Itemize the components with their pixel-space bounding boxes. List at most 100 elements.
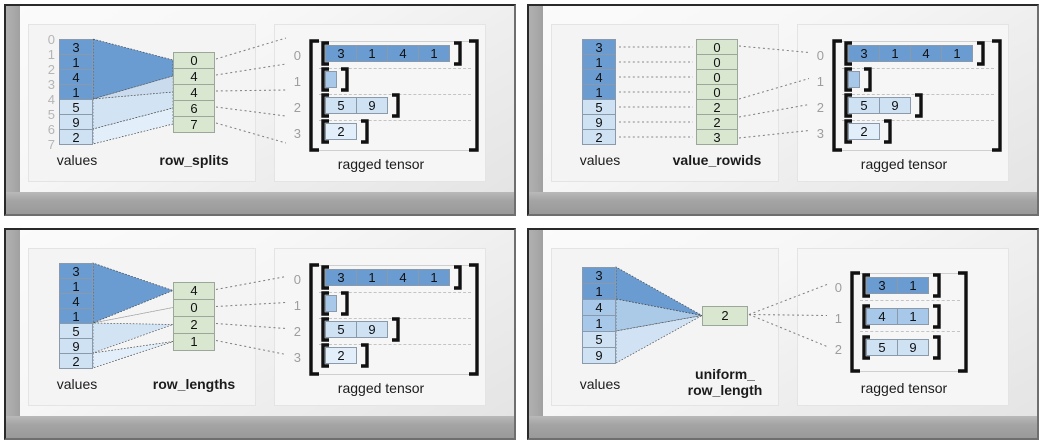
tensor-row-index: 0 bbox=[816, 48, 824, 63]
value-index-label: 5 bbox=[47, 107, 55, 122]
tensor-cell: 1 bbox=[941, 45, 973, 62]
partition-to-tensor-connectors bbox=[748, 284, 828, 347]
values-to-partition-fan bbox=[615, 266, 703, 364]
tensor-bottom-guide bbox=[860, 371, 960, 372]
tensor-row-separator bbox=[319, 292, 471, 293]
tensor-cell: 1 bbox=[418, 269, 450, 286]
tensor-cell: 4 bbox=[387, 45, 419, 62]
tensor-row-index: 1 bbox=[834, 311, 842, 326]
tensor-row-index: 0 bbox=[293, 272, 301, 287]
values-to-partition-fan bbox=[92, 262, 174, 369]
tensor-row-separator bbox=[319, 120, 471, 121]
tensor-row-index: 3 bbox=[293, 126, 301, 141]
tensor-row-separator bbox=[860, 331, 960, 332]
tensor-row-separator bbox=[842, 120, 994, 121]
tensor-top-guide bbox=[319, 265, 471, 266]
inner-bracket bbox=[321, 343, 369, 368]
values-label: values bbox=[579, 152, 621, 168]
tensor-top-guide bbox=[319, 41, 471, 42]
inner-bracket bbox=[862, 335, 941, 360]
tensor-row-separator bbox=[319, 344, 471, 345]
tensor-cell: 1 bbox=[418, 45, 450, 62]
partition-to-tensor-connectors bbox=[215, 37, 287, 144]
tensor-row-index: 1 bbox=[293, 298, 301, 313]
inner-bracket bbox=[321, 291, 349, 316]
inner-bracket bbox=[844, 119, 892, 144]
outer-bracket bbox=[850, 271, 968, 373]
inner-bracket bbox=[321, 93, 400, 118]
inner-bracket bbox=[321, 41, 462, 66]
value-index-label: 7 bbox=[47, 137, 55, 152]
values-label: values bbox=[56, 376, 98, 392]
partition-label: row_lengths bbox=[152, 376, 236, 392]
tensor-cell: 5 bbox=[866, 339, 898, 356]
tensor-row-index: 3 bbox=[293, 350, 301, 365]
tensor-row-index: 0 bbox=[834, 280, 842, 295]
tensor-row-separator bbox=[860, 300, 960, 301]
inner-bracket bbox=[321, 317, 400, 342]
tensor-cell-empty bbox=[325, 71, 337, 88]
partition-cell: 3 bbox=[696, 129, 738, 145]
tensor-cell: 5 bbox=[325, 321, 357, 338]
tensor-cell: 9 bbox=[356, 97, 388, 114]
values-label: values bbox=[56, 152, 98, 168]
tensor-label: ragged tensor bbox=[337, 380, 425, 396]
value-cell: 4 bbox=[59, 293, 93, 309]
tensor-top-guide bbox=[842, 41, 994, 42]
partition-cell: 2 bbox=[702, 305, 748, 326]
tensor-cell-empty bbox=[848, 71, 860, 88]
value-cell: 9 bbox=[582, 347, 616, 364]
tensor-row-index: 2 bbox=[293, 324, 301, 339]
partition-column-uniform-row-length: 2 bbox=[702, 305, 748, 326]
tensor-cell: 9 bbox=[879, 97, 911, 114]
value-index-label: 6 bbox=[47, 122, 55, 137]
tensor-row-index: 1 bbox=[293, 74, 301, 89]
tensor-label: ragged tensor bbox=[337, 156, 425, 172]
tensor-row-index: 2 bbox=[816, 100, 824, 115]
value-index-label: 3 bbox=[47, 77, 55, 92]
inner-bracket bbox=[844, 41, 985, 66]
tensor-label: ragged tensor bbox=[860, 156, 948, 172]
tensor-cell: 9 bbox=[897, 339, 929, 356]
value-cell: 2 bbox=[59, 353, 93, 369]
tensor-row-index: 0 bbox=[293, 48, 301, 63]
inner-bracket bbox=[844, 93, 923, 118]
value-index-label: 2 bbox=[47, 62, 55, 77]
tensor-cell: 1 bbox=[897, 277, 929, 294]
tensor-bottom-guide bbox=[842, 150, 994, 151]
value-index-label: 1 bbox=[47, 47, 55, 62]
tensor-label: ragged tensor bbox=[860, 380, 948, 396]
inner-bracket bbox=[321, 265, 462, 290]
partition-cell: 0 bbox=[696, 54, 738, 70]
partition-label: uniform_ row_length bbox=[687, 366, 763, 398]
tensor-row-index: 2 bbox=[293, 100, 301, 115]
tensor-bottom-guide bbox=[319, 150, 471, 151]
tensor-cell: 2 bbox=[325, 123, 357, 140]
tensor-row-index: 1 bbox=[816, 74, 824, 89]
partition-to-tensor-connectors bbox=[738, 45, 810, 139]
value-index-label: 0 bbox=[47, 32, 55, 47]
value-cell: 2 bbox=[582, 129, 616, 145]
tensor-row-separator bbox=[842, 68, 994, 69]
outer-bracket bbox=[309, 39, 479, 152]
tensor-cell: 5 bbox=[325, 97, 357, 114]
tensor-cell: 9 bbox=[356, 321, 388, 338]
